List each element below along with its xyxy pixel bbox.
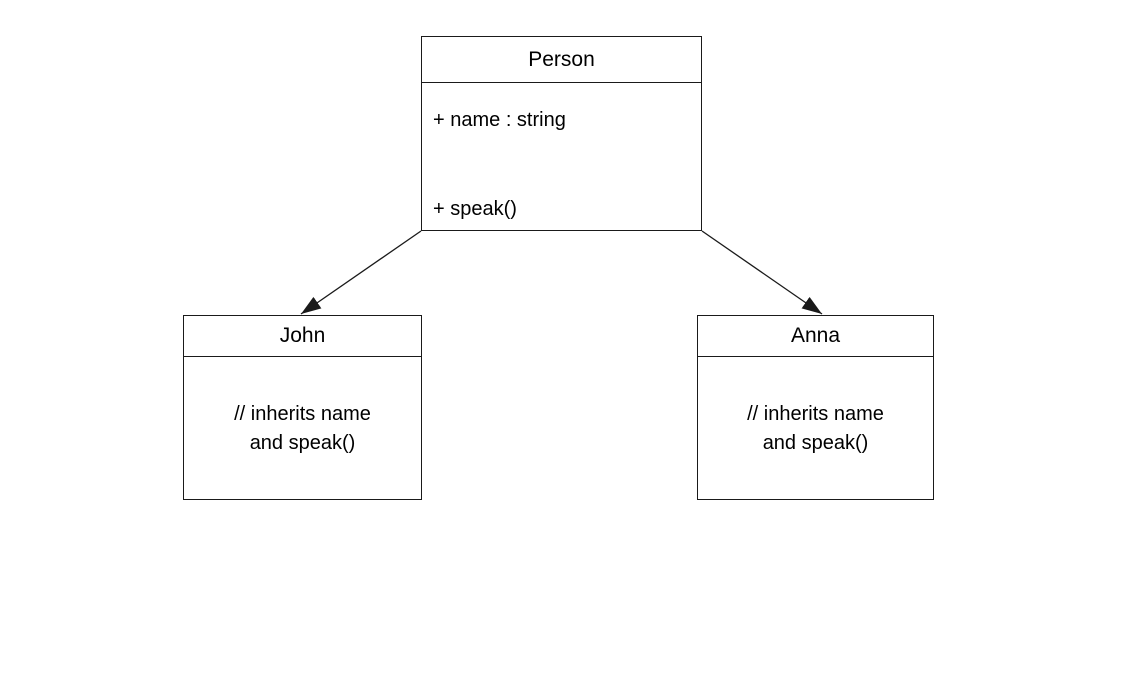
note-line: // inherits name [234, 402, 371, 425]
class-title-anna: Anna [698, 316, 933, 357]
class-title-person: Person [422, 37, 701, 83]
class-body-person: + name : string + speak() [422, 83, 701, 231]
note-line: // inherits name [747, 402, 884, 425]
edge-person-to-anna [701, 230, 823, 315]
method-speak: + speak() [433, 198, 517, 220]
class-title-john: John [184, 316, 421, 357]
edge-person-to-john [300, 230, 422, 315]
attribute-name-string: + name : string [433, 109, 566, 131]
class-box-person: Person + name : string + speak() [421, 36, 702, 231]
class-box-john: John // inherits name and speak() [183, 315, 422, 500]
class-body-anna: // inherits name and speak() [698, 357, 933, 500]
note-line: and speak() [249, 431, 356, 454]
class-box-anna: Anna // inherits name and speak() [697, 315, 934, 500]
note-line: and speak() [762, 431, 869, 454]
class-body-john: // inherits name and speak() [184, 357, 421, 500]
